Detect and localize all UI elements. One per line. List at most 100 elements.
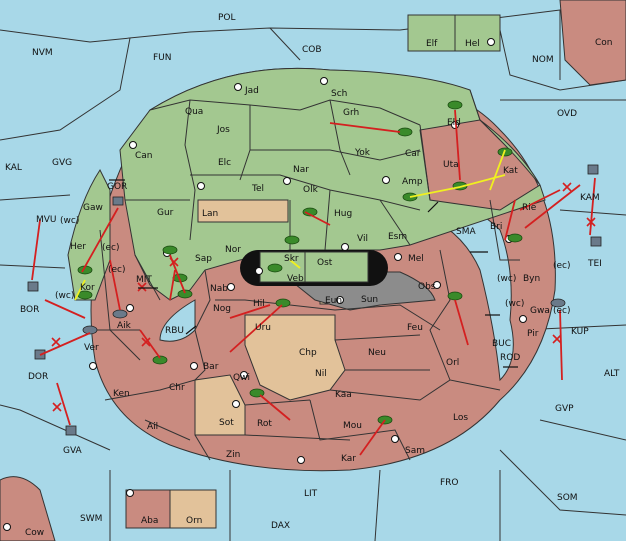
label-Feu: Feu (407, 323, 423, 333)
label-Sot: Sot (219, 418, 234, 428)
label-Ost: Ost (317, 258, 333, 268)
label-COB: COB (302, 45, 322, 55)
label-wc2: (wc) (497, 274, 516, 284)
island-orn (169, 489, 217, 529)
support-orders (74, 149, 506, 301)
label-GVA: GVA (63, 446, 83, 456)
label-KUP: KUP (571, 327, 589, 337)
label-wc4: (wc) (505, 299, 524, 309)
label-Ail: Ail (147, 422, 158, 432)
army-units (77, 100, 523, 425)
dislodge-crosses (51, 182, 596, 412)
label-FUN: FUN (153, 53, 172, 63)
label-GVP: GVP (555, 404, 574, 414)
label-Pir: Pir (527, 329, 539, 339)
island-aba (125, 489, 171, 529)
label-Kor: Kor (80, 283, 95, 293)
label-Nar: Nar (293, 165, 309, 175)
province-borders (95, 89, 520, 461)
label-Sun: Sun (361, 295, 378, 305)
label-MIT: MIT (136, 275, 152, 285)
land-ring-green (119, 67, 546, 301)
label-Ver: Ver (84, 343, 99, 353)
label-Eun: Eun (325, 296, 342, 306)
sea-borders (0, 4, 626, 541)
label-Kat: Kat (503, 166, 518, 176)
label-Hil: Hil (253, 299, 265, 309)
label-Eld: Eld (447, 118, 461, 128)
label-Yok: Yok (354, 148, 371, 158)
label-Uru: Uru (255, 323, 271, 333)
label-Ken: Ken (113, 389, 130, 399)
label-MVU: MVU (36, 215, 57, 225)
label-KAM: KAM (580, 193, 600, 203)
label-Can: Can (135, 151, 153, 161)
label-Hug: Hug (334, 209, 352, 219)
tan-lan (197, 199, 289, 223)
label-FRO: FRO (440, 478, 459, 488)
label-Nab: Nab (210, 284, 228, 294)
label-ec4: (ec) (553, 306, 571, 316)
label-POL: POL (218, 13, 236, 23)
label-Jos: Jos (216, 125, 230, 135)
label-Zin: Zin (226, 450, 240, 460)
label-OVD: OVD (557, 109, 577, 119)
label-Neu: Neu (368, 348, 386, 358)
label-ec3: (ec) (108, 265, 126, 275)
label-SWM: SWM (80, 514, 102, 524)
label-Lan: Lan (202, 209, 218, 219)
label-Sap: Sap (195, 254, 212, 264)
label-Chp: Chp (299, 348, 317, 358)
land-con (559, 0, 626, 86)
land-cow (0, 476, 56, 541)
label-Sam: Sam (405, 446, 425, 456)
label-Con: Con (595, 38, 613, 48)
double-arrows (109, 179, 518, 368)
label-Elf: Elf (426, 39, 438, 49)
label-Gaw: Gaw (83, 203, 103, 213)
label-ec2: (ec) (553, 261, 571, 271)
label-Vil: Vil (357, 234, 368, 244)
label-BOR: BOR (20, 305, 39, 315)
label-Cow: Cow (25, 528, 44, 538)
move-orders (31, 109, 596, 456)
label-RBU: RBU (165, 326, 184, 336)
land-left-green (67, 169, 111, 301)
label-Hel: Hel (465, 39, 480, 49)
label-Grh: Grh (343, 108, 359, 118)
label-Olk: Olk (303, 185, 319, 195)
label-ALT: ALT (604, 369, 620, 379)
label-Gur: Gur (157, 208, 174, 218)
label-Kar: Kar (341, 454, 356, 464)
label-wc3: (wc) (55, 291, 74, 301)
label-NVM: NVM (32, 48, 53, 58)
label-Amp: Amp (402, 177, 423, 187)
label-Chr: Chr (169, 383, 185, 393)
tan-sot (194, 374, 246, 436)
label-Uta: Uta (443, 160, 459, 170)
label-BUC: BUC (492, 339, 511, 349)
province-labels: POL COB NVM FUN NOM Con Elf Hel OVD KAL … (5, 13, 620, 538)
label-Nil: Nil (315, 369, 327, 379)
label-Byn: Byn (523, 274, 540, 284)
label-LIT: LIT (304, 489, 318, 499)
label-Aik: Aik (117, 321, 132, 331)
island-elf-hel (407, 14, 501, 52)
label-Qwi: Qwi (233, 373, 250, 383)
label-DAX: DAX (271, 521, 290, 531)
label-ec1: (ec) (102, 243, 120, 253)
label-wc1: (wc) (60, 216, 79, 226)
label-Tel: Tel (251, 184, 264, 194)
label-Rie: Rie (522, 203, 537, 213)
label-GOR: GOR (107, 182, 127, 192)
label-Los: Los (453, 413, 468, 423)
label-ROD: ROD (500, 353, 520, 363)
label-Obs: Obs (418, 282, 436, 292)
label-Rot: Rot (257, 419, 272, 429)
label-DOR: DOR (28, 372, 48, 382)
label-TEI: TEI (587, 259, 602, 269)
label-Bri: Bri (490, 222, 502, 232)
label-Veb: Veb (287, 274, 304, 284)
label-Esm: Esm (388, 232, 407, 242)
label-Nor: Nor (225, 245, 241, 255)
